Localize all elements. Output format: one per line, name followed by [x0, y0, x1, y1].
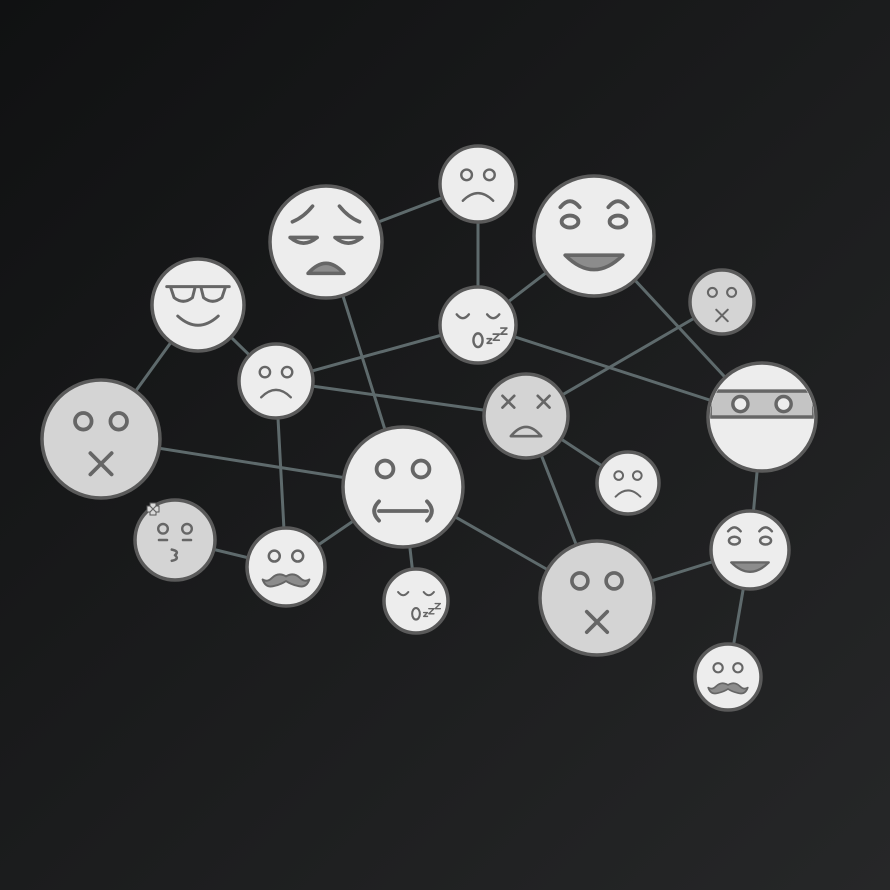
hushed-face-icon [40, 378, 162, 500]
node-layer [40, 144, 818, 712]
decor-layer [146, 502, 160, 516]
face-features [710, 389, 814, 419]
face-circle [268, 184, 384, 300]
frowning-face-icon [595, 450, 661, 516]
face-circle [693, 642, 763, 712]
cool-face-icon [150, 257, 246, 353]
face-features [261, 549, 311, 588]
face-circle [237, 342, 315, 420]
weary-face-icon [268, 184, 384, 300]
face-circle [595, 450, 661, 516]
dizzy-face-icon [482, 372, 570, 460]
face-circle [538, 539, 656, 657]
face-features [156, 522, 194, 563]
sleeping-face-icon [382, 567, 450, 635]
face-features [707, 662, 749, 695]
face-features [372, 458, 434, 523]
face-features [73, 411, 129, 477]
face-features [397, 591, 442, 621]
grinning-face-icon [532, 174, 656, 298]
face-circle [438, 285, 518, 365]
hushed-face-icon [688, 268, 756, 336]
face-features [726, 526, 774, 574]
mustache-face-icon [245, 526, 327, 608]
face-features [165, 285, 231, 327]
face-features [288, 204, 364, 276]
grinning-face-icon [709, 509, 791, 591]
frowning-face-icon [438, 144, 518, 224]
face-features [706, 286, 738, 323]
face-circle [341, 425, 465, 549]
face-circle [532, 174, 656, 298]
kissing-face-icon [133, 498, 217, 582]
face-circle [245, 526, 327, 608]
frowning-face-icon [237, 342, 315, 420]
face-circle [709, 509, 791, 591]
nauseated-face-icon [341, 425, 465, 549]
face-circle [688, 268, 756, 336]
sleeping-face-icon [438, 285, 518, 365]
face-features [455, 313, 508, 349]
mustache-face-icon [693, 642, 763, 712]
face-circle [40, 378, 162, 500]
ninja-face-icon [706, 361, 818, 473]
face-circle [438, 144, 518, 224]
face-circle [133, 498, 217, 582]
sparkle-icon [146, 502, 160, 516]
face-circle [150, 257, 246, 353]
face-features [613, 470, 643, 498]
face-features [558, 199, 630, 272]
face-circle [482, 372, 570, 460]
face-features [460, 168, 496, 202]
face-features [258, 365, 294, 399]
face-features [501, 394, 551, 438]
face-circle [382, 567, 450, 635]
face-features [570, 571, 624, 635]
hushed-face-icon [538, 539, 656, 657]
